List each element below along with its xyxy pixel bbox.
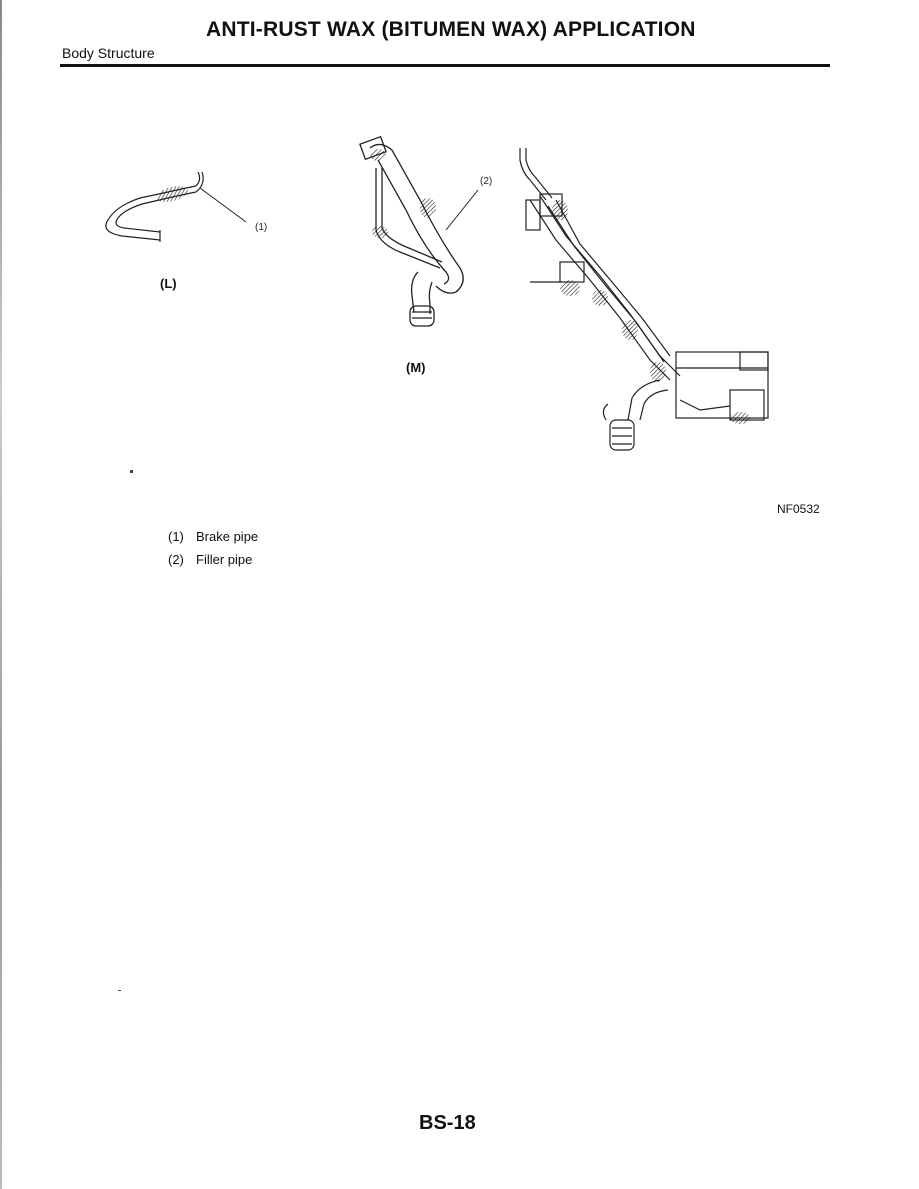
- scan-speck: [130, 470, 133, 473]
- wax-area: [552, 200, 568, 220]
- wax-area: [592, 290, 608, 306]
- wax-area: [370, 149, 386, 161]
- scan-edge: [0, 0, 2, 1189]
- wax-area: [730, 412, 750, 424]
- page-title: ANTI-RUST WAX (BITUMEN WAX) APPLICATION: [206, 18, 696, 41]
- legend-number: (1): [168, 529, 184, 544]
- pipe-assembly-drawing: [519, 148, 769, 451]
- scan-speck: [118, 990, 121, 991]
- legend-item: (2) Filler pipe: [168, 548, 258, 571]
- callout-1: (1): [255, 222, 267, 233]
- legend-text: Filler pipe: [196, 552, 253, 567]
- view-label-l: (L): [160, 276, 177, 291]
- header-rule: [60, 64, 830, 67]
- section-name: Body Structure: [62, 45, 155, 61]
- wax-area: [420, 198, 436, 218]
- figure-code: NF0532: [777, 502, 820, 516]
- wax-area: [372, 226, 388, 238]
- legend-number: (2): [168, 552, 184, 567]
- callout-2: (2): [480, 176, 492, 187]
- leader-line-2: [445, 189, 479, 231]
- legend: (1) Brake pipe (2) Filler pipe: [168, 525, 258, 571]
- legend-item: (1) Brake pipe: [168, 525, 258, 548]
- page-number: BS-18: [419, 1112, 476, 1134]
- wax-area: [560, 280, 580, 296]
- view-label-m: (M): [406, 360, 426, 375]
- wax-area: [622, 320, 638, 340]
- brake-pipe-drawing: [105, 171, 204, 242]
- wax-area: [650, 362, 666, 382]
- pipe-illustration: (1) (L) (2) (M): [105, 135, 769, 451]
- legend-text: Brake pipe: [196, 529, 259, 544]
- filler-pipe-drawing: [359, 135, 464, 327]
- wax-area: [156, 186, 188, 202]
- leader-line-1: [199, 187, 247, 223]
